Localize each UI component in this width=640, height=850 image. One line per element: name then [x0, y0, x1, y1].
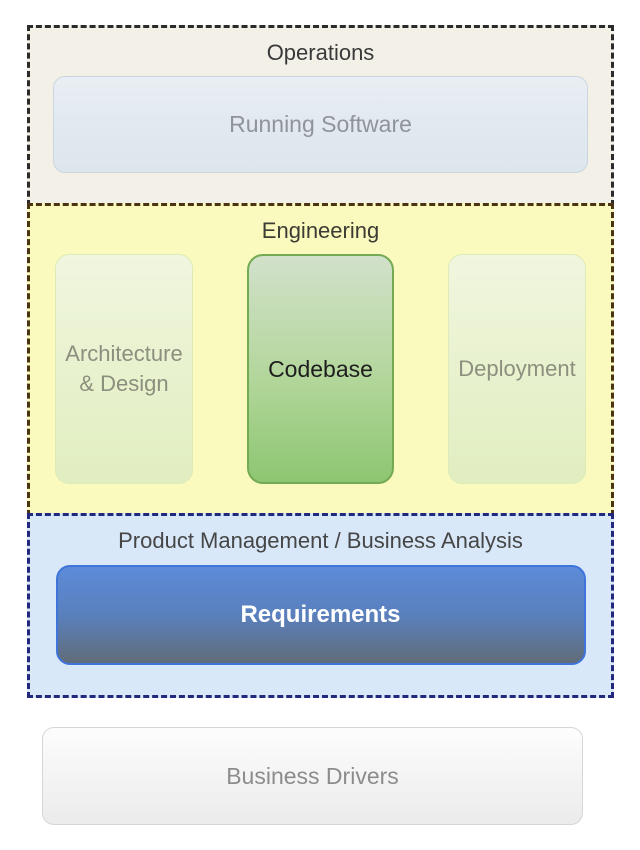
product-management-section: Product Management / Business Analysis R… [27, 513, 614, 698]
codebase-box: Codebase [247, 254, 394, 484]
running-software-label: Running Software [229, 111, 412, 137]
engineering-title: Engineering [261, 218, 380, 243]
operations-title: Operations [266, 40, 375, 65]
deployment-box: Deployment [448, 254, 586, 484]
operations-section: Operations Running Software [27, 25, 614, 206]
business-drivers-label: Business Drivers [226, 762, 399, 789]
architecture-design-box: Architecture & Design [55, 254, 193, 484]
business-drivers-box: Business Drivers [42, 727, 583, 825]
requirements-label: Requirements [240, 601, 401, 628]
engineering-box-row: Architecture & Design Codebase Deploymen… [30, 254, 611, 484]
product-management-title: Product Management / Business Analysis [118, 528, 523, 553]
codebase-label: Codebase [268, 355, 373, 382]
architecture-design-label: Architecture & Design [65, 341, 183, 396]
engineering-section: Engineering Architecture & Design Codeba… [27, 203, 614, 516]
requirements-box: Requirements [55, 565, 586, 665]
deployment-label: Deployment [458, 356, 576, 382]
running-software-box: Running Software [53, 76, 588, 173]
